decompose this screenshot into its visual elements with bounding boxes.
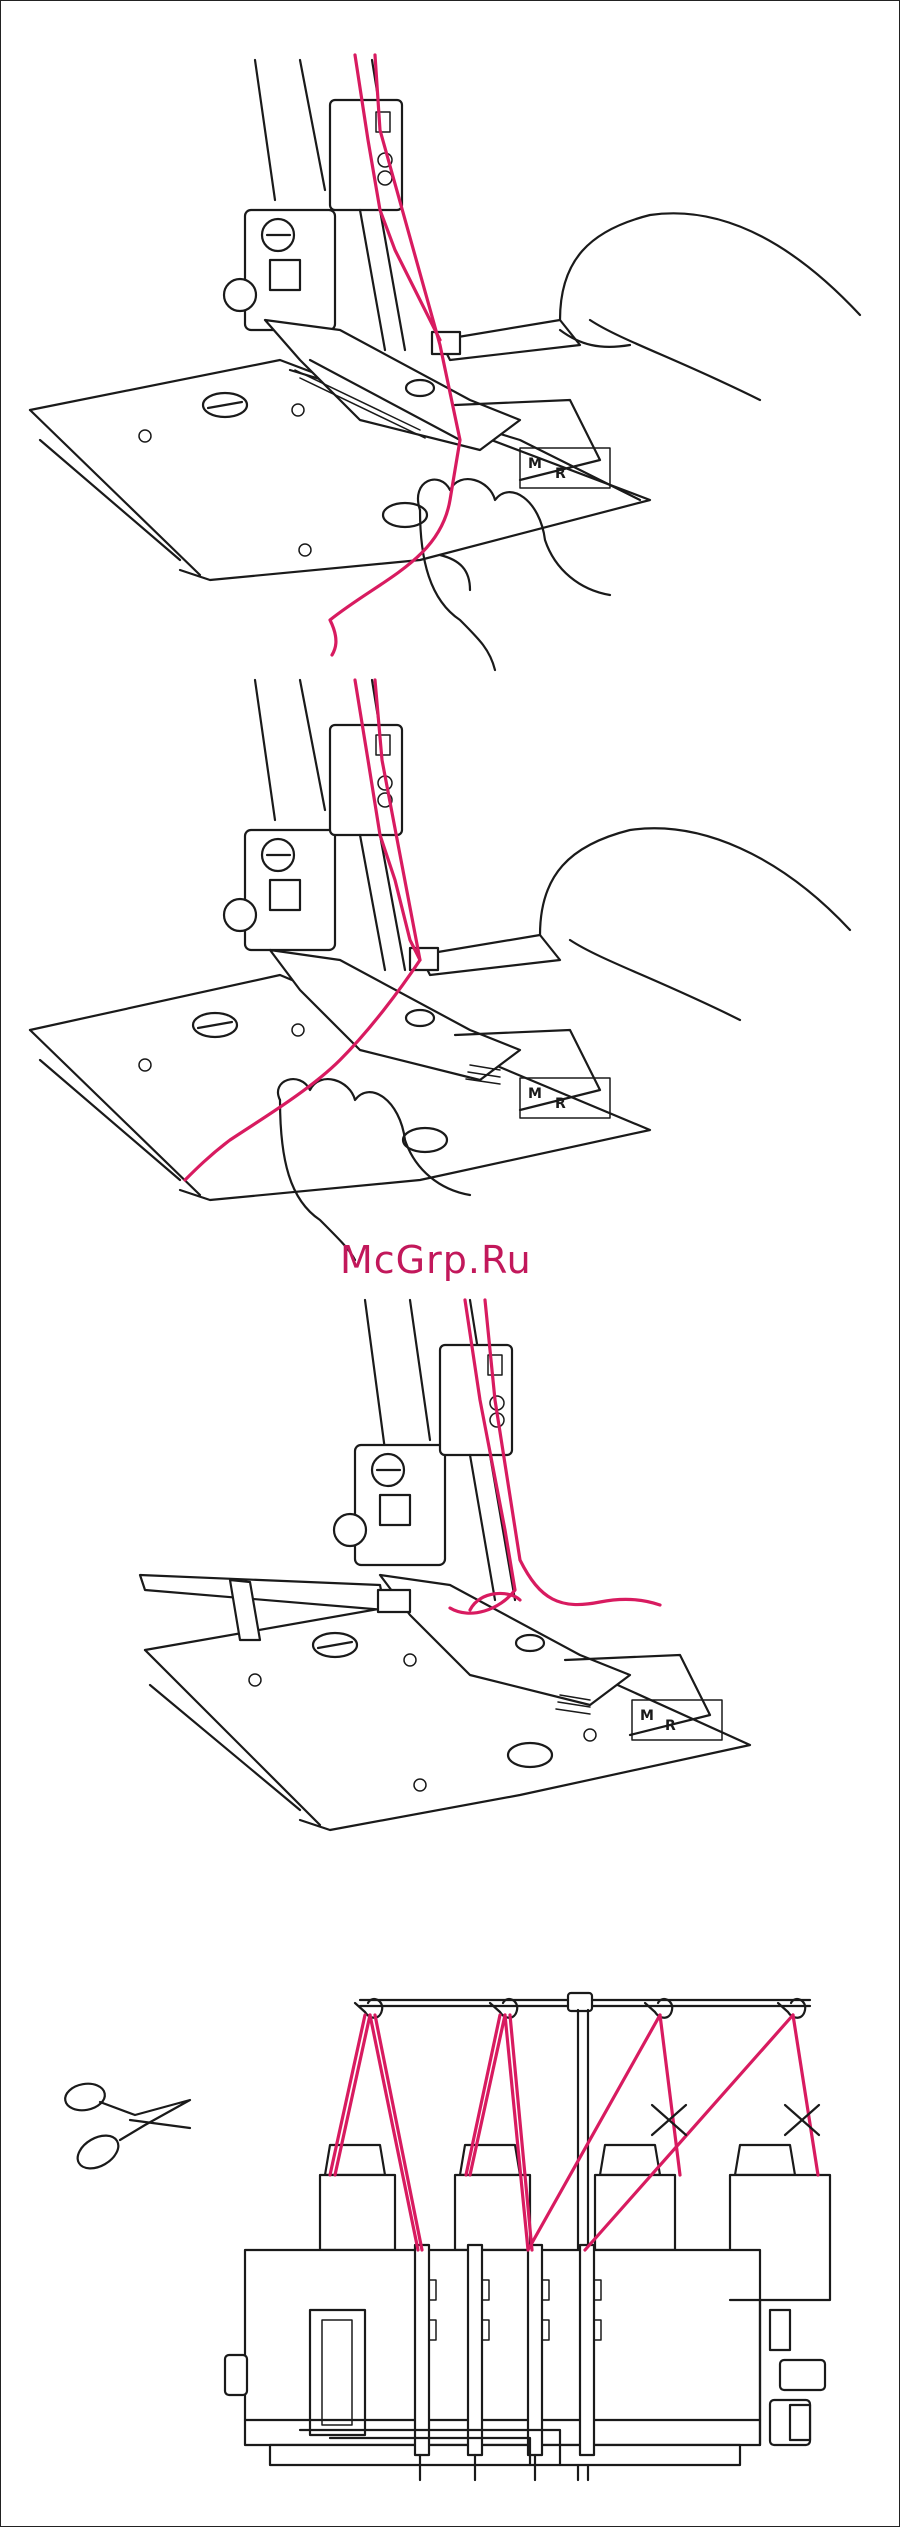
x-mark-icon <box>785 2105 819 2135</box>
step1-mark-r: R <box>555 466 566 482</box>
step1-mark-m: M <box>528 456 542 472</box>
step1-left-hand <box>418 479 610 595</box>
step1-right-hand <box>560 213 860 320</box>
step4-panel <box>63 1993 830 2480</box>
step3-mark-r: R <box>665 1718 676 1734</box>
step2-threader-tool <box>420 935 560 975</box>
step2-mark-r: R <box>555 1096 566 1112</box>
step2-mark-m: M <box>528 1086 542 1102</box>
x-mark-icon <box>652 2105 686 2135</box>
step3-panel: M R <box>140 1300 750 1830</box>
step2-panel: M R <box>30 680 850 1260</box>
step3-threader-tool <box>140 1575 385 1610</box>
step3-mark-m: M <box>640 1708 654 1724</box>
step2-right-hand <box>540 828 850 935</box>
scissors-icon <box>63 2081 190 2175</box>
step2-left-hand <box>278 1079 470 1195</box>
watermark-text: McGrp.Ru <box>340 1238 532 1282</box>
step1-panel: M R <box>30 55 860 670</box>
